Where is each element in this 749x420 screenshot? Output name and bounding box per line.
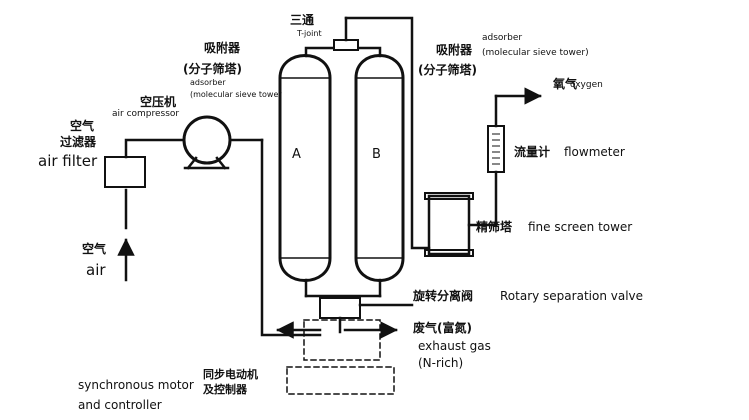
air-compressor: [182, 115, 232, 165]
flowmeter: [487, 125, 505, 173]
compressor-base: [183, 156, 230, 170]
air-filter-label-zh: 空气: [70, 119, 95, 133]
tower-to-flowmeter-pipe: [467, 170, 498, 227]
air-filter-label-en: air filter: [38, 152, 98, 170]
fine-screen-tower-bottom-flange: [424, 249, 474, 257]
adsorber-right-label-en2: (molecular sieve tower): [482, 48, 589, 58]
compressor-to-valve-pipe: [260, 138, 322, 337]
flowmeter-label-zh: 流量计: [514, 145, 551, 159]
t-joint-label-zh: 三通: [290, 13, 315, 27]
motor-controller-dashed: [286, 366, 395, 395]
filter-to-compressor-pipe: [124, 138, 185, 159]
motor-label-en: synchronous motor: [78, 378, 194, 392]
adsorber-right-label-zh2: (分子筛塔): [418, 63, 477, 77]
t-joint: [333, 39, 359, 51]
flowmeter-scale: [492, 133, 500, 165]
oxygen-label-en: oxygen: [570, 80, 603, 90]
exhaust-label-zh: 废气(富氮): [413, 321, 472, 335]
rotary-valve-label-zh: 旋转分离阀: [413, 289, 474, 303]
motor-housing-dashed: [303, 319, 381, 361]
adsorber-left-label-en: adsorber: [190, 78, 226, 87]
t-joint-label-en: T-joint: [297, 29, 322, 38]
oxygen-label-zh: 氧气: [553, 77, 578, 91]
fine-screen-tower-label-zh: 精筛塔: [476, 220, 513, 234]
fine-screen-tower-top-flange: [424, 192, 474, 200]
adsorber-left-label-en2: (molecular sieve tower: [190, 90, 282, 99]
motor-label-zh: 同步电动机: [203, 368, 258, 381]
oxygen-supply-pipe: [344, 16, 431, 250]
adsorber-right-label-zh: 吸附器: [436, 43, 473, 57]
flowmeter-label-en: flowmeter: [564, 145, 625, 159]
adsorber-left-label-zh: 吸附器: [204, 41, 241, 55]
air-compressor-label-zh: 空压机: [140, 95, 177, 109]
tower-b-label: B: [372, 147, 381, 162]
fine-screen-tower-label-en: fine screen tower: [528, 220, 633, 234]
fine-screen-tower: [427, 194, 471, 256]
rotary-separation-valve: [319, 297, 361, 319]
air-inlet-label-zh: 空气: [82, 242, 107, 256]
air-compressor-label-en: air compressor: [112, 109, 180, 119]
air-inlet-label-en: air: [86, 261, 106, 279]
exhaust-label-en2: (N-rich): [418, 356, 464, 370]
exhaust-label-en: exhaust gas: [418, 339, 491, 353]
tower-a: [278, 54, 332, 282]
tower-b: [354, 54, 405, 282]
motor-label-zh2: 及控制器: [203, 383, 247, 396]
air-filter-label-zh2: 过滤器: [60, 135, 97, 149]
adsorber-right-label-en: adsorber: [482, 33, 523, 43]
adsorber-left-label-zh2: (分子筛塔): [183, 62, 242, 76]
motor-label-en2: and controller: [78, 398, 162, 412]
air-filter-box: [104, 156, 146, 188]
tower-a-label: A: [292, 147, 301, 162]
rotary-valve-label-en: Rotary separation valve: [500, 289, 644, 303]
